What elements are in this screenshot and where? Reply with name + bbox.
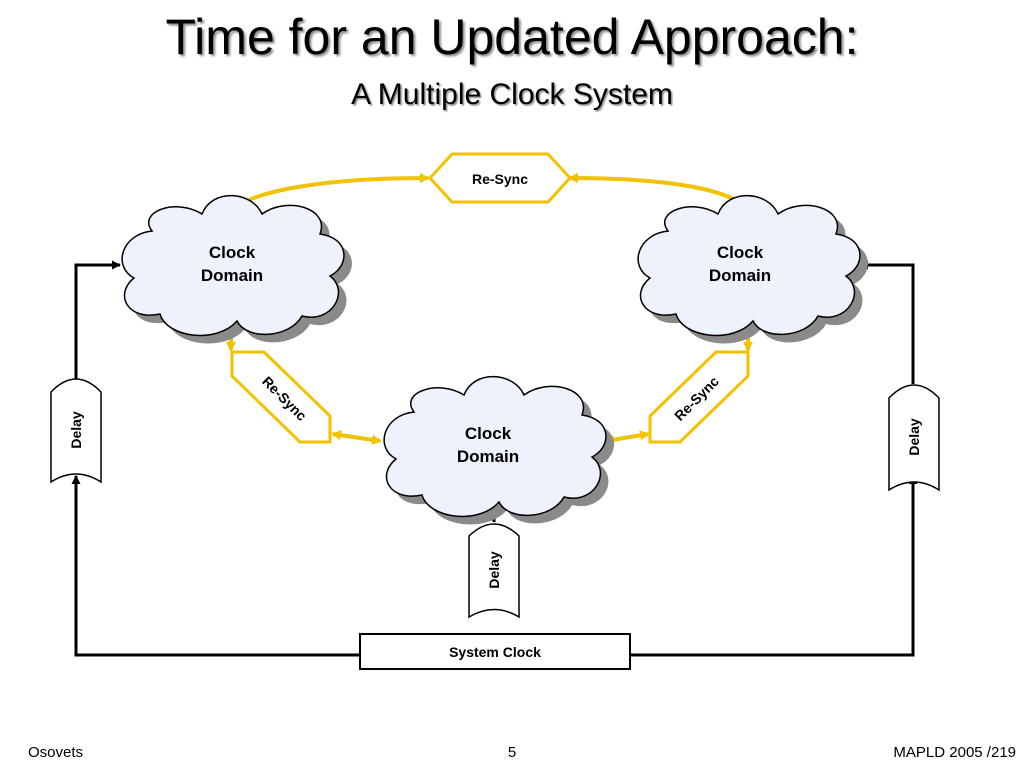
link-left-to-top-resync	[231, 173, 430, 213]
footer-author: Osovets	[28, 744, 84, 761]
delay-center: Delay	[468, 523, 520, 619]
clock-domain-center: Clock Domain	[383, 375, 614, 525]
delay-right: Delay	[888, 384, 940, 492]
link-top-resync-to-right	[568, 173, 750, 213]
link-left-resync-to-center-cloud	[331, 430, 382, 445]
system-clock: System Clock	[359, 633, 631, 670]
resync-top: Re-Sync	[427, 152, 573, 204]
clock-domain-label-2: Domain	[457, 447, 519, 466]
delay-label: Delay	[486, 551, 502, 589]
clock-domain-label-2: Domain	[201, 266, 263, 285]
wire-right-to-cloud	[859, 260, 915, 384]
footer-page-number: 5	[507, 744, 517, 761]
slide-subtitle: A Multiple Clock System	[351, 78, 673, 111]
wire-right-outer	[630, 475, 918, 657]
delay-label: Delay	[68, 411, 84, 449]
system-clock-label: System Clock	[449, 644, 541, 660]
delay-label: Delay	[906, 418, 922, 456]
wire-left-to-cloud	[74, 260, 121, 380]
clock-domain-right: Clock Domain	[637, 194, 868, 344]
delay-left: Delay	[50, 378, 102, 484]
clock-domain-label-1: Clock	[717, 243, 764, 262]
resync-left: Re-Sync	[230, 350, 332, 444]
clock-domain-left: Clock Domain	[121, 194, 352, 344]
resync-right: Re-Sync	[648, 350, 750, 444]
wire-left-outer	[71, 475, 360, 657]
clock-domain-label-2: Domain	[709, 266, 771, 285]
slide-title: Time for an Updated Approach:	[165, 9, 859, 65]
clock-domain-label-1: Clock	[209, 243, 256, 262]
footer-event: MAPLD 2005 /219	[893, 744, 1016, 761]
clock-domain-label-1: Clock	[465, 424, 512, 443]
resync-label: Re-Sync	[472, 171, 528, 187]
